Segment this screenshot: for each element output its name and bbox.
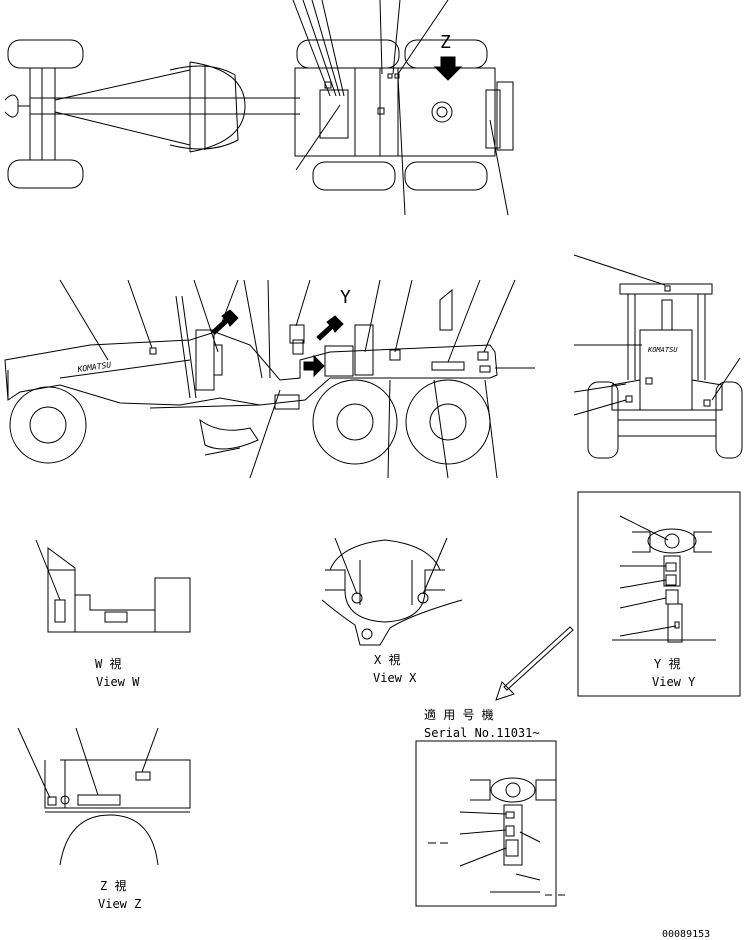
- front-push-plate: [4, 94, 19, 118]
- view-y-detail: Y 視 View Y: [577, 491, 741, 697]
- rear-wheel-side-2: [405, 379, 491, 465]
- control-box: [324, 345, 354, 377]
- cab-column: [195, 329, 215, 391]
- exhaust-pipe: [439, 288, 453, 331]
- front-tire-left: [587, 381, 619, 459]
- cab-roof: [619, 283, 713, 295]
- seat-back: [289, 324, 305, 344]
- view-z-letter: Z: [440, 32, 451, 53]
- exhaust-cap: [431, 101, 453, 123]
- front-wheel-side: [9, 386, 87, 464]
- front-tire-right: [715, 381, 743, 459]
- brand-logo-front: KOMATSU: [647, 346, 678, 354]
- serial-title-jp: 適 用 号 機: [424, 707, 494, 722]
- cab-top: [294, 67, 356, 157]
- front-wheel-right: [7, 159, 84, 189]
- view-w-title-en: View W: [96, 675, 140, 689]
- view-x-detail: X 視 View X: [321, 537, 463, 685]
- view-y-title-en: View Y: [652, 675, 696, 689]
- view-w-title-jp: W 視: [95, 656, 121, 671]
- view-z-arrow: [433, 56, 463, 81]
- serial-detail-frame: [415, 740, 557, 907]
- ripper-top: [496, 81, 514, 151]
- view-z-title-en: View Z: [98, 897, 141, 911]
- view-w-detail: W 視 View W: [35, 539, 191, 689]
- front-wheel-left: [7, 39, 84, 69]
- serial-detail: 適 用 号 機 Serial No.11031~: [415, 626, 574, 907]
- rear-wheel-right-2: [404, 161, 488, 191]
- serial-number-label: Serial No.11031~: [424, 726, 540, 740]
- view-x-title-jp: X 視: [374, 652, 400, 667]
- view-x-title-en: View X: [373, 671, 417, 685]
- front-view: KOMATSU: [573, 254, 743, 459]
- rear-wheel-side-1: [312, 379, 398, 465]
- view-z-title-jp: Z 視: [100, 878, 126, 893]
- leader-lines-top: [292, 0, 509, 216]
- part-number: 00089153: [662, 929, 710, 940]
- leader-lines-side: [59, 279, 535, 479]
- view-z-detail: Z 視 View Z: [17, 727, 191, 911]
- view-w-arrow: [211, 309, 239, 335]
- view-y-letter: Y: [340, 287, 351, 308]
- rear-wheel-right-1: [312, 161, 396, 191]
- reference-arrow-head: [495, 681, 515, 701]
- front-grille: [639, 329, 693, 411]
- moldboard: [199, 418, 259, 450]
- view-x-arrow: [316, 315, 344, 341]
- reference-arrow-shaft: [503, 626, 574, 691]
- blade-lift-cylinder: [274, 394, 300, 410]
- view-y-frame: [577, 491, 741, 697]
- blade-circle: [189, 61, 246, 153]
- side-view: KOMATSU Y: [4, 279, 535, 479]
- grader-body: [4, 331, 498, 406]
- engine-hood-top: [354, 67, 496, 157]
- rear-wheel-left-1: [296, 39, 400, 69]
- view-y-title-jp: Y 視: [654, 656, 680, 671]
- view-y-arrow: [303, 354, 325, 378]
- top-view: Z: [4, 0, 514, 216]
